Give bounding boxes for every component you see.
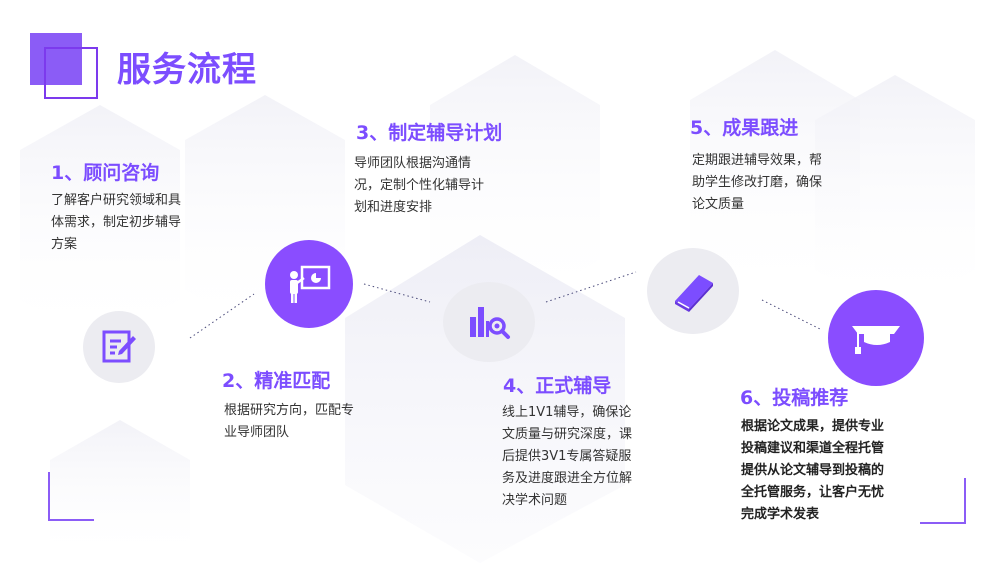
corner-bracket-left	[48, 472, 94, 521]
step-3-icon-circle	[443, 282, 535, 362]
corner-bracket-right	[920, 478, 966, 524]
step-6-icon-circle	[828, 290, 924, 386]
step-5-icon-circle	[647, 248, 739, 334]
chart-search-icon	[470, 307, 510, 339]
edit-icon	[102, 330, 136, 363]
step-5-title: 5、成果跟进	[690, 117, 799, 139]
page-title: 服务流程	[117, 50, 257, 90]
step-2-desc: 根据研究方向，匹配专业导师团队	[224, 403, 355, 440]
step-6-title: 6、投稿推荐	[740, 387, 849, 409]
step-6-desc: 根据论文成果，提供专业投稿建议和渠道全程托管提供从论文辅导到投稿的全托管服务，让…	[741, 419, 885, 522]
header-logo-square	[30, 33, 82, 85]
step-1-title: 1、顾问咨询	[51, 162, 160, 184]
step-2-title: 2、精准匹配	[222, 370, 331, 392]
step-2-icon-circle	[265, 240, 353, 328]
graduation-cap-icon	[852, 326, 900, 354]
presentation-icon	[290, 265, 331, 303]
header-logo-outline	[44, 47, 98, 99]
step-3-desc: 导师团队根据沟通情况，定制个性化辅导计划和进度安排	[354, 156, 485, 215]
step-4-title: 4、正式辅导	[503, 375, 612, 397]
book-icon	[675, 275, 713, 312]
step-5-desc: 定期跟进辅导效果，帮助学生修改打磨，确保论文质量	[692, 153, 823, 212]
step-3-title: 3、制定辅导计划	[356, 122, 503, 144]
step-1-desc: 了解客户研究领域和具体需求，制定初步辅导方案	[51, 193, 182, 252]
step-1-icon-circle	[83, 311, 155, 383]
step-4-desc: 线上1V1辅导，确保论文质量与研究深度，课后提供3V1专属答疑服务及进度跟进全方…	[502, 405, 633, 508]
